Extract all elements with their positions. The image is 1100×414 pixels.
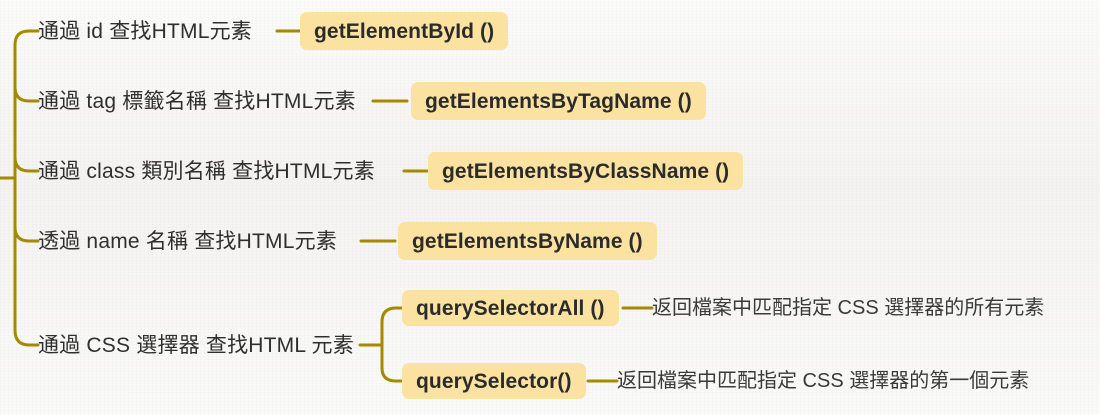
method-badge-get-elements-by-class-name[interactable]: getElementsByClassName () <box>428 152 744 190</box>
css-sub-elbow-top <box>380 306 404 324</box>
description-query-selector-all: 返回檔案中匹配指定 CSS 選擇器的所有元素 <box>652 297 1045 319</box>
method-badge-get-elements-by-name[interactable]: getElementsByName () <box>398 222 657 260</box>
branch-label-by-css-selector: 通過 CSS 選擇器 查找HTML 元素 <box>38 334 354 357</box>
branch-elbow-3 <box>13 155 40 173</box>
branch-elbow-1 <box>13 29 40 47</box>
branch-elbow-5 <box>13 328 40 347</box>
method-badge-query-selector[interactable]: querySelector() <box>402 363 586 399</box>
method-badge-get-elements-by-tag-name[interactable]: getElementsByTagName () <box>411 82 706 120</box>
branch-elbow-4 <box>13 225 40 243</box>
branch-label-by-id: 通過 id 查找HTML元素 <box>38 20 252 43</box>
branch-label-by-name: 透過 name 名稱 查找HTML元素 <box>38 230 337 253</box>
css-sub-elbow-bottom <box>380 366 404 383</box>
branch-label-by-class: 通過 class 類別名稱 查找HTML元素 <box>38 160 375 183</box>
method-badge-query-selector-all[interactable]: querySelectorAll () <box>402 290 619 326</box>
branch-elbow-2 <box>13 85 40 103</box>
branch-label-by-tag: 通過 tag 標籤名稱 查找HTML元素 <box>38 90 356 113</box>
description-query-selector: 返回檔案中匹配指定 CSS 選擇器的第一個元素 <box>617 370 1030 392</box>
method-badge-get-element-by-id[interactable]: getElementById () <box>300 12 509 50</box>
